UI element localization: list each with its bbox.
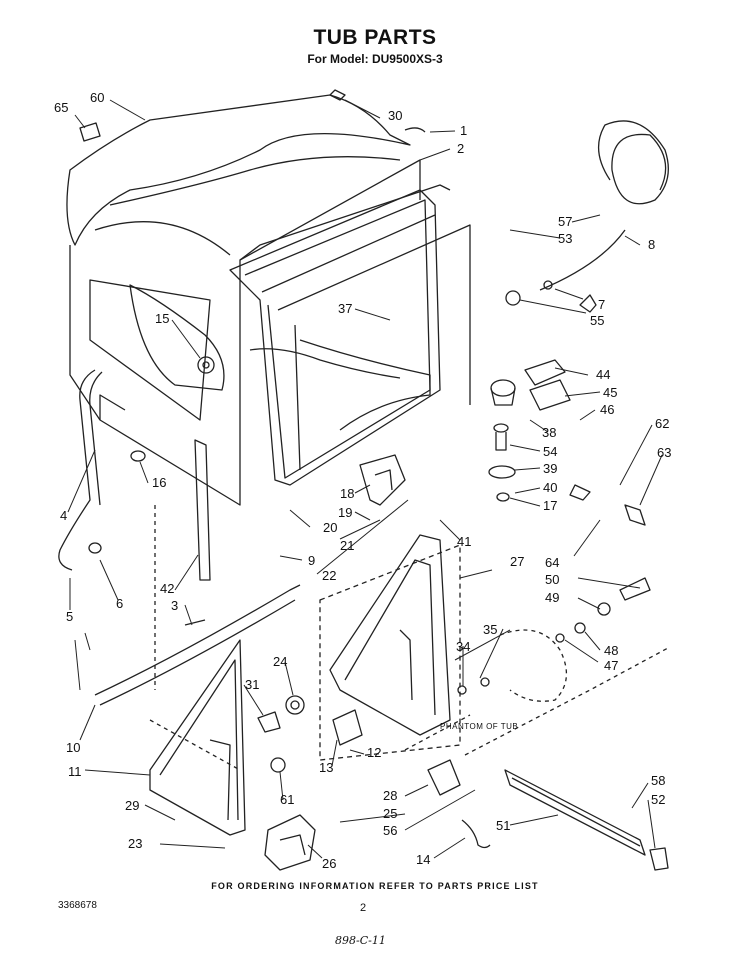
- drain-hose: [58, 369, 96, 571]
- callout: 7: [598, 297, 605, 312]
- callout: 21: [340, 538, 354, 553]
- callout: 63: [657, 445, 671, 460]
- heating-element-rail: [194, 439, 211, 581]
- door-gasket: [229, 189, 441, 486]
- callout: 44: [596, 367, 610, 382]
- callout: 19: [338, 505, 352, 520]
- leader-lines: [67, 99, 663, 859]
- callout-labels: 65 60 30 1 2 57 53 8 7 55 15 37 44 45 46…: [54, 90, 671, 871]
- callout: 3: [171, 598, 178, 613]
- callout: 39: [543, 461, 557, 476]
- insulation-blanket: [66, 94, 411, 246]
- callout: 48: [604, 643, 618, 658]
- callout: 30: [388, 108, 402, 123]
- callout: 62: [655, 416, 669, 431]
- callout: 34: [456, 639, 470, 654]
- callout: 27: [510, 554, 524, 569]
- callout: 25: [383, 806, 397, 821]
- callout: 15: [155, 311, 169, 326]
- power-cord: [539, 120, 669, 291]
- right-side-bracket: [329, 534, 451, 736]
- callout: 65: [54, 100, 68, 115]
- callout: 29: [125, 798, 139, 813]
- tub-assembly-drawing: [58, 89, 669, 871]
- bottom-rail: [504, 769, 646, 856]
- callout: 5: [66, 609, 73, 624]
- callout: 56: [383, 823, 397, 838]
- callout: 13: [319, 760, 333, 775]
- callout: 4: [60, 508, 67, 523]
- callout: 10: [66, 740, 80, 755]
- callout: 1: [460, 123, 467, 138]
- callout: 45: [603, 385, 617, 400]
- callout: 42: [160, 581, 174, 596]
- left-side-bracket: [149, 639, 246, 836]
- callout: 49: [545, 590, 559, 605]
- page-title: TUB PARTS: [313, 26, 437, 49]
- callout: 61: [280, 792, 294, 807]
- model-subtitle: For Model: DU9500XS-3: [307, 52, 443, 66]
- callout: 46: [600, 402, 614, 417]
- callout: 6: [116, 596, 123, 611]
- callout: 41: [457, 534, 471, 549]
- callout: 40: [543, 480, 557, 495]
- callout: 57: [558, 214, 572, 229]
- callout: 55: [590, 313, 604, 328]
- callout: 8: [648, 237, 655, 252]
- callout: 58: [651, 773, 665, 788]
- handwritten-note: 898-C-11: [335, 934, 386, 947]
- callout: 54: [543, 444, 557, 459]
- callout: 24: [273, 654, 287, 669]
- callout: 16: [152, 475, 166, 490]
- callout: 9: [308, 553, 315, 568]
- callout: 51: [496, 818, 510, 833]
- callout: 12: [367, 745, 381, 760]
- callout: 18: [340, 486, 354, 501]
- callout: 20: [323, 520, 337, 535]
- callout: 2: [457, 141, 464, 156]
- inlet-valve: [264, 814, 316, 871]
- callout: 50: [545, 572, 559, 587]
- page-number: 2: [360, 902, 367, 914]
- callout: 38: [542, 425, 556, 440]
- callout: 23: [128, 836, 142, 851]
- document-number: 3368678: [58, 900, 97, 911]
- callout: 17: [543, 498, 557, 513]
- callout: 35: [483, 622, 497, 637]
- callout: 60: [90, 90, 104, 105]
- ordering-info-note: FOR ORDERING INFORMATION REFER TO PARTS …: [211, 881, 539, 891]
- callout: 47: [604, 658, 618, 673]
- callout: 52: [651, 792, 665, 807]
- callout: 53: [558, 231, 572, 246]
- callout: 31: [245, 677, 259, 692]
- callout: 14: [416, 852, 430, 867]
- callout: 11: [68, 764, 82, 779]
- callout: 28: [383, 788, 397, 803]
- phantom-of-tub-label: PHANTOM OF TUB: [440, 722, 518, 731]
- callout: 22: [322, 568, 336, 583]
- callout: 64: [545, 555, 559, 570]
- callout: 26: [322, 856, 336, 871]
- callout: 37: [338, 301, 352, 316]
